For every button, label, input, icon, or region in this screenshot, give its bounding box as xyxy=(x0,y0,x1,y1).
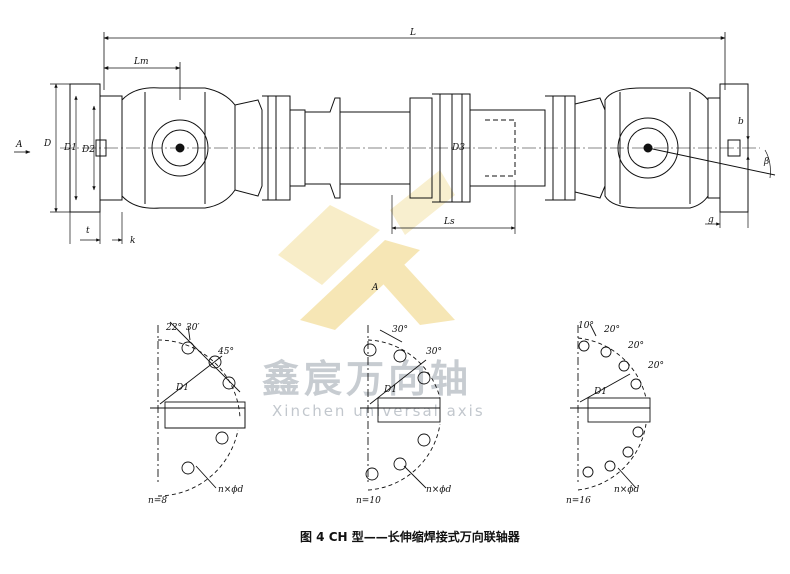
pattern1-n: n=8 xyxy=(148,496,167,506)
dim-L xyxy=(103,32,726,90)
pattern1-angle-1: 22° xyxy=(165,323,182,333)
pattern3-holes: n×ϕd xyxy=(614,485,639,495)
xk-logo-icon xyxy=(278,170,455,330)
dim-Lm xyxy=(103,62,181,100)
watermark-brand-en: Xinchen universal axis xyxy=(272,402,485,420)
dim-D-left xyxy=(50,83,96,213)
pattern3-angle-1: 10° xyxy=(578,321,594,331)
pattern2-D1: D1 xyxy=(383,385,397,395)
pattern3-angle-4: 20° xyxy=(647,361,664,371)
pattern2-n: n=10 xyxy=(356,496,381,506)
pattern1-angle-2: 30′ xyxy=(186,323,200,333)
dim-Ls xyxy=(391,180,516,234)
pattern2-angle-1: 30° xyxy=(392,325,408,335)
label-D1: D1 xyxy=(63,143,77,153)
label-t: t xyxy=(86,226,90,236)
figure-caption: 图 4 CH 型——长伸缩焊接式万向联轴器 xyxy=(300,529,521,544)
left-yoke xyxy=(69,83,306,213)
label-b: b xyxy=(738,117,744,127)
pattern3-angle-3: 20° xyxy=(627,341,644,351)
right-yoke xyxy=(574,83,776,213)
label-view-A: A xyxy=(371,283,379,293)
pattern1-angle-3: 45° xyxy=(217,347,234,357)
pattern1-holes: n×ϕd xyxy=(218,485,243,495)
pattern3-D1: D1 xyxy=(593,387,607,397)
label-beta: β xyxy=(763,157,769,167)
hole-pattern-n10 xyxy=(360,325,441,491)
pattern2-holes: n×ϕd xyxy=(426,485,451,495)
label-Ls: Ls xyxy=(443,217,455,227)
pattern3-angle-2: 20° xyxy=(603,325,620,335)
label-D2: D2 xyxy=(81,145,95,155)
pattern3-n: n=16 xyxy=(566,496,591,506)
label-Lm: Lm xyxy=(133,57,149,67)
label-L: L xyxy=(409,28,416,38)
dim-t-k xyxy=(69,212,123,244)
label-g: g xyxy=(708,215,714,225)
pattern1-D1: D1 xyxy=(175,383,189,393)
middle-shaft xyxy=(305,93,576,203)
label-A-arrow: A xyxy=(15,140,23,150)
label-k: k xyxy=(130,236,135,246)
label-D: D xyxy=(43,139,51,149)
watermark-brand-cn: 鑫宸万向轴 xyxy=(262,357,472,401)
dim-b-g xyxy=(705,110,771,228)
hole-pattern-n16 xyxy=(570,323,651,491)
label-D3: D3 xyxy=(451,143,465,153)
hole-pattern-n8 xyxy=(150,321,246,497)
pattern2-angle-2: 30° xyxy=(426,347,442,357)
